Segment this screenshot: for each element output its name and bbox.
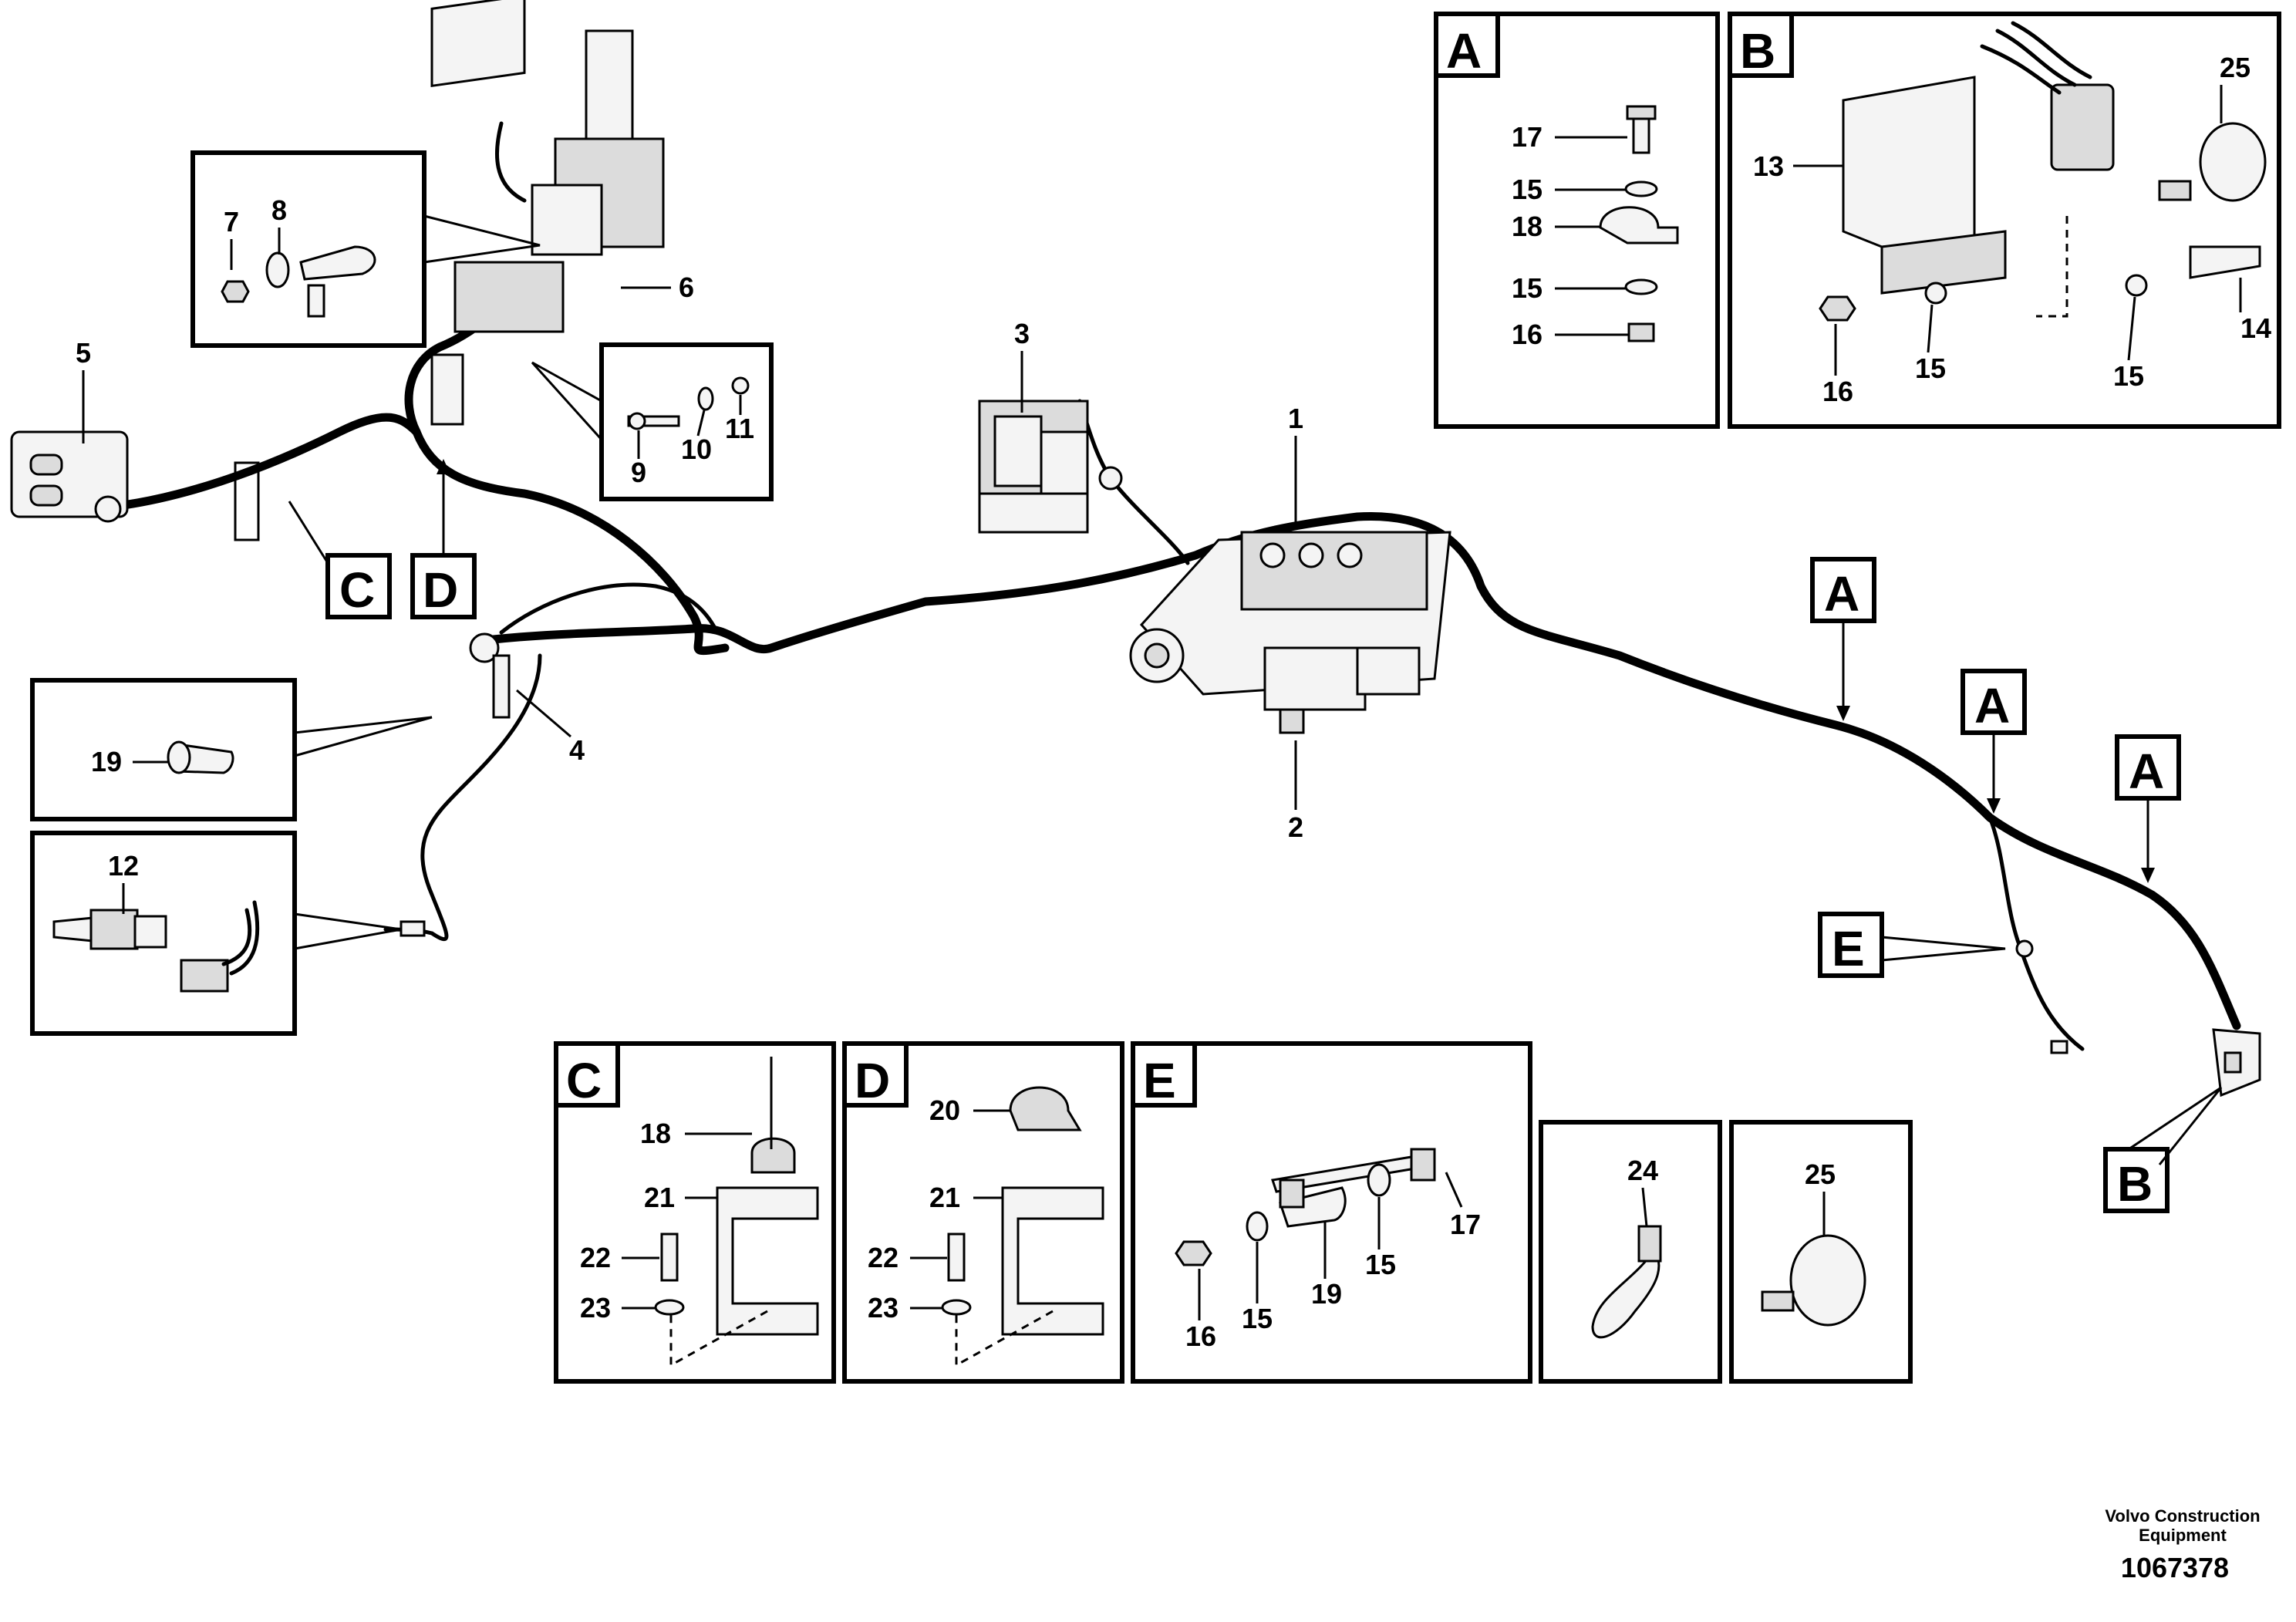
detail-e-item-0: 17: [1450, 1209, 1481, 1240]
callout-b: B: [2103, 1086, 2223, 1213]
main-label-4: 4: [569, 734, 585, 766]
e-clip: [2015, 939, 2068, 1054]
detail-a-letter: A: [1446, 23, 1482, 79]
svg-text:A: A: [2129, 744, 2164, 799]
main-label-2: 2: [1288, 811, 1303, 843]
callout-c: C: [288, 501, 392, 619]
detail-b-item-5: 15: [2113, 360, 2144, 392]
detail-bolt-box: 9 10 11: [531, 342, 774, 501]
detail-e-box: E 17 15 19 15 16: [1131, 1041, 1532, 1384]
sensor-12-end: [400, 920, 426, 937]
svg-text:D: D: [423, 562, 458, 618]
main-label-8: 8: [271, 194, 287, 226]
callout-a-2: A: [1961, 669, 2027, 814]
detail-19-box: 19: [30, 678, 433, 821]
detail-d-item-2: 22: [868, 1242, 899, 1273]
detail-c-box: C 18 21 22 23: [554, 1041, 836, 1384]
main-label-6: 6: [679, 271, 694, 303]
detail-e-item-1: 15: [1365, 1249, 1396, 1280]
callout-a-3: A: [2115, 734, 2181, 883]
detail-19-item: 19: [91, 746, 122, 777]
cab-electrical-assembly: [430, 0, 665, 426]
detail-c-item-0: 18: [640, 1118, 671, 1149]
detail-ground-box: 7 8: [190, 150, 541, 348]
detail-a-box: A 17 15 18 15 16: [1434, 12, 1720, 429]
svg-text:E: E: [1832, 921, 1865, 976]
callout-a-1: A: [1810, 557, 1876, 721]
detail-b-item-2: 14: [2240, 312, 2271, 344]
detail-b-item-0: 25: [2220, 52, 2250, 83]
callout-e: E: [1818, 912, 2006, 978]
detail-b-item-3: 16: [1822, 376, 1853, 407]
detail-c-item-3: 23: [580, 1292, 611, 1324]
detail-b-item-4: 15: [1915, 352, 1946, 384]
footer: Volvo Construction Equipment 1067378: [2105, 1506, 2260, 1583]
footer-line2: Equipment: [2139, 1526, 2227, 1545]
document-number: 1067378: [2121, 1552, 2229, 1583]
detail-b-box: B 25 13 14 16 15 15: [1728, 12, 2281, 429]
main-label-10: 10: [681, 433, 712, 465]
svg-text:A: A: [1824, 566, 1859, 622]
sensor-mount-4: [469, 632, 511, 719]
main-callout-numbers: 5 6 3 1 2 4: [76, 271, 1303, 843]
main-label-1: 1: [1288, 403, 1303, 434]
detail-d-box: D 20 21 22 23: [842, 1041, 1124, 1384]
detail-12-item: 12: [108, 850, 139, 882]
detail-c-item-2: 22: [580, 1242, 611, 1273]
detail-e-item-2: 19: [1311, 1278, 1342, 1310]
detail-d-item-3: 23: [868, 1292, 899, 1324]
clip-bracket-c: [234, 461, 260, 541]
main-label-7: 7: [224, 206, 239, 238]
main-label-9: 9: [631, 457, 646, 488]
detail-a-item-1: 15: [1512, 174, 1542, 205]
detail-c-letter: C: [566, 1053, 602, 1108]
svg-text:B: B: [2117, 1156, 2153, 1212]
callout-d: D: [410, 459, 477, 619]
solenoid-valve-3: [978, 400, 1123, 534]
svg-text:A: A: [1974, 678, 2010, 733]
detail-e-item-4: 16: [1185, 1320, 1216, 1352]
main-label-11: 11: [725, 413, 754, 444]
hydraulic-pump-2: [1129, 531, 1451, 734]
detail-25-box: 25: [1729, 1120, 1913, 1384]
cab-mount-bracket: [10, 430, 129, 523]
detail-a-item-0: 17: [1512, 121, 1542, 153]
detail-d-item-1: 21: [929, 1182, 960, 1213]
detail-d-item-0: 20: [929, 1094, 960, 1126]
detail-b-letter: B: [1740, 23, 1775, 79]
detail-c-item-1: 21: [644, 1182, 675, 1213]
detail-b-item-1: 13: [1753, 150, 1784, 182]
detail-d-letter: D: [855, 1053, 890, 1108]
detail-24-box: 24: [1539, 1120, 1722, 1384]
detail-24-item: 24: [1627, 1155, 1658, 1186]
detail-e-item-3: 15: [1242, 1303, 1273, 1334]
detail-a-item-3: 15: [1512, 272, 1542, 304]
main-label-5: 5: [76, 337, 91, 369]
detail-12-box: 12: [30, 831, 402, 1036]
detail-e-letter: E: [1143, 1053, 1176, 1108]
footer-line1: Volvo Construction: [2105, 1506, 2260, 1526]
detail-a-item-2: 18: [1512, 211, 1542, 242]
detail-a-item-4: 16: [1512, 319, 1542, 350]
main-label-3: 3: [1014, 318, 1030, 349]
connector-b-bracket: [2212, 1028, 2261, 1098]
svg-text:C: C: [339, 562, 375, 618]
detail-25-item: 25: [1805, 1158, 1836, 1190]
